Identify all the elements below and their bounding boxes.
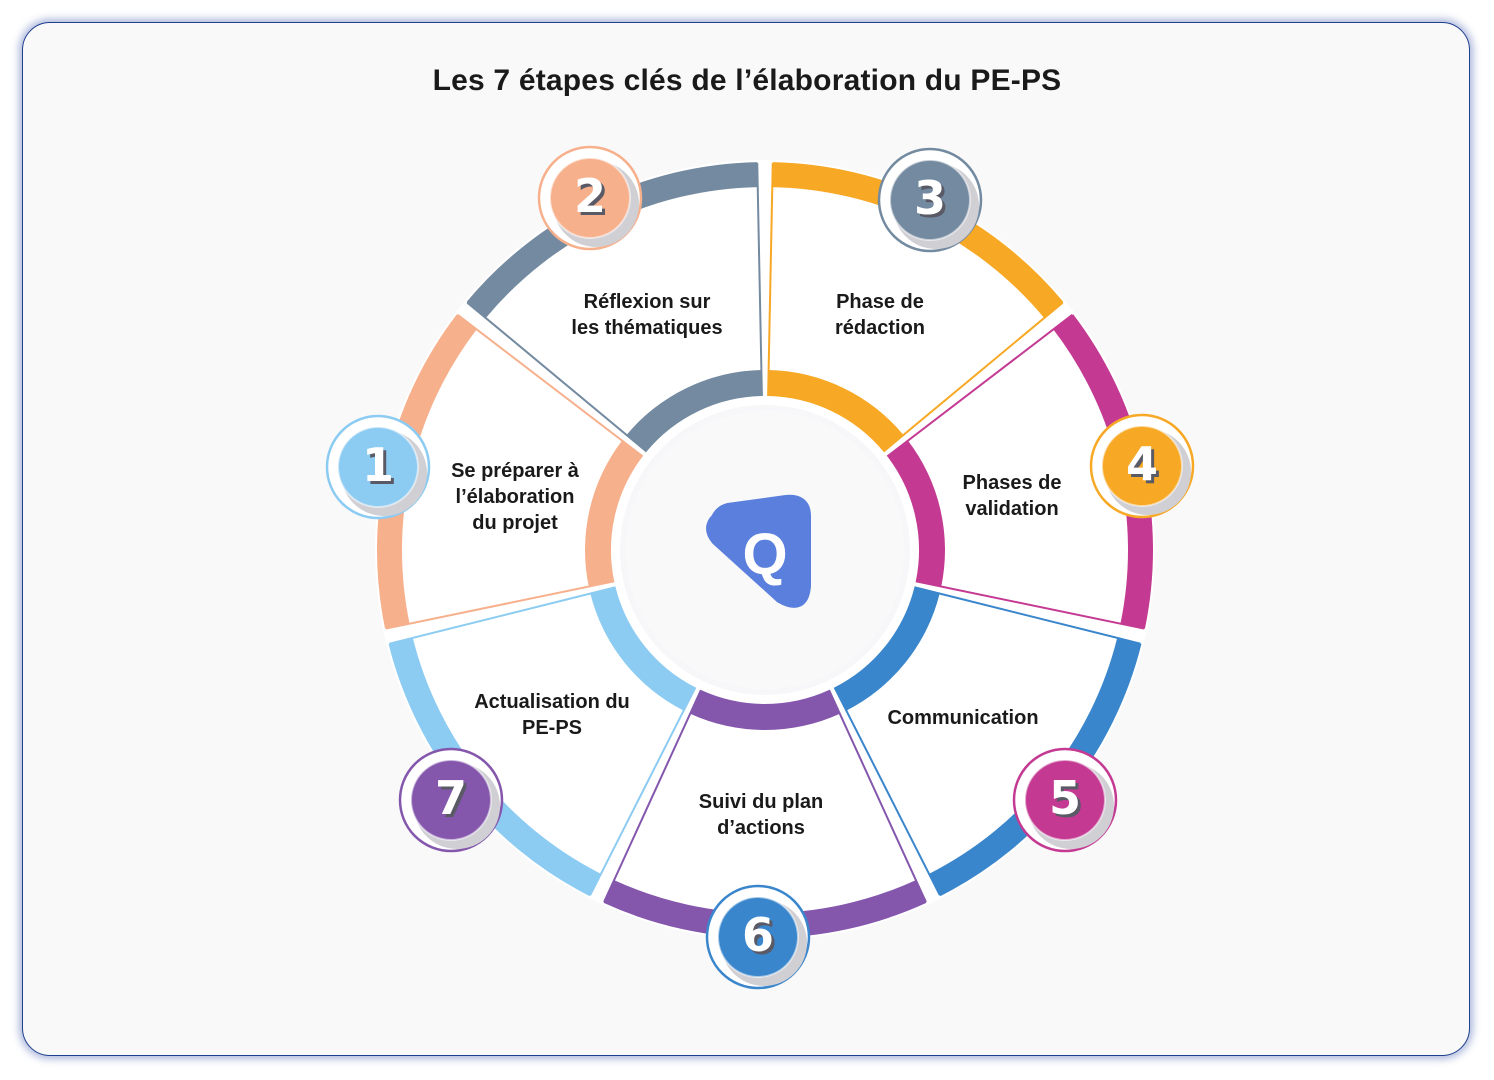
badge-number-5: 5	[1049, 771, 1081, 825]
step-badge-7: 77	[398, 747, 504, 853]
badge-highlight	[410, 759, 492, 841]
badge-highlight	[1101, 425, 1183, 507]
step-label-2: Réflexion sur les thématiques	[571, 291, 723, 339]
segment-2	[376, 314, 644, 630]
segment-5	[886, 314, 1153, 630]
badge-disc	[890, 160, 970, 240]
badge-disc	[718, 897, 798, 977]
step-badges: 11 22 33 44 55 66 77	[325, 145, 1195, 990]
segment-inner-band-6	[835, 587, 940, 711]
step-label-4: Phases de validation	[962, 472, 1062, 520]
badge-number-3: 3	[914, 171, 946, 225]
step-badge-3: 33	[877, 147, 983, 253]
step-badge-4: 44	[1089, 413, 1195, 519]
segment-outer-band-3	[466, 162, 758, 319]
segment-outer-band-6	[929, 637, 1142, 897]
q-logo-icon: Q	[706, 494, 811, 608]
step-badge-2: 22	[537, 145, 643, 251]
center-hub: Q	[620, 405, 910, 695]
badge-number-shadow: 7	[438, 774, 470, 828]
badge-number-7: 7	[435, 771, 467, 825]
segment-outer-band-7	[603, 880, 927, 938]
diagram-title: Les 7 étapes clés de l’élaboration du PE…	[432, 64, 1062, 97]
badge-highlight	[889, 159, 971, 241]
badge-disc	[411, 760, 491, 840]
segment-3	[466, 162, 763, 453]
wheel-segments	[375, 160, 1155, 940]
segment-7	[603, 689, 927, 938]
step-badge-1: 11	[325, 414, 431, 520]
segment-outer-band-1	[388, 637, 601, 897]
logo-letter: Q	[742, 522, 787, 587]
badge-disc	[338, 427, 418, 507]
segment-inner-band-1	[590, 587, 695, 711]
logo-shape	[706, 494, 811, 608]
badge-highlight	[717, 896, 799, 978]
segment-inner-band-3	[626, 370, 762, 451]
badge-disc	[1025, 760, 1105, 840]
badge-number-shadow: 1	[365, 441, 397, 495]
badge-highlight	[549, 157, 631, 239]
segment-outer-band-2	[376, 314, 477, 629]
segment-1	[388, 586, 697, 897]
badge-number-shadow: 6	[745, 911, 777, 965]
step-label-5: Communication	[887, 707, 1039, 729]
badge-number-4: 4	[1126, 437, 1158, 491]
badge-disc	[550, 158, 630, 238]
badge-number-1: 1	[362, 438, 394, 492]
step-label-7: Actualisation du PE-PS	[474, 691, 630, 739]
badge-number-6: 6	[742, 908, 774, 962]
badge-number-shadow: 2	[577, 172, 609, 226]
badge-disc	[1102, 426, 1182, 506]
badge-number-shadow: 4	[1129, 440, 1161, 494]
badge-number-shadow: 3	[917, 174, 949, 228]
segment-4	[767, 162, 1064, 453]
step-label-1: Se préparer à l’élaboration du projet	[451, 460, 579, 534]
segment-outer-band-5	[1053, 314, 1153, 629]
step-badge-6: 66	[705, 884, 811, 990]
segment-inner-band-5	[888, 440, 946, 587]
badge-highlight	[1024, 759, 1106, 841]
badge-number-2: 2	[574, 169, 606, 223]
step-badge-5: 55	[1012, 747, 1118, 853]
badge-number-shadow: 5	[1052, 774, 1084, 828]
segment-outer-band-4	[772, 162, 1064, 319]
step-label-6: Suivi du plan d’actions	[698, 791, 824, 839]
segment-inner-band-4	[768, 370, 904, 451]
badge-highlight	[337, 426, 419, 508]
segment-inner-band-7	[690, 690, 840, 730]
segment-6	[833, 586, 1142, 897]
step-label-3: Phase de rédaction	[834, 291, 926, 339]
segment-inner-band-2	[584, 440, 642, 587]
